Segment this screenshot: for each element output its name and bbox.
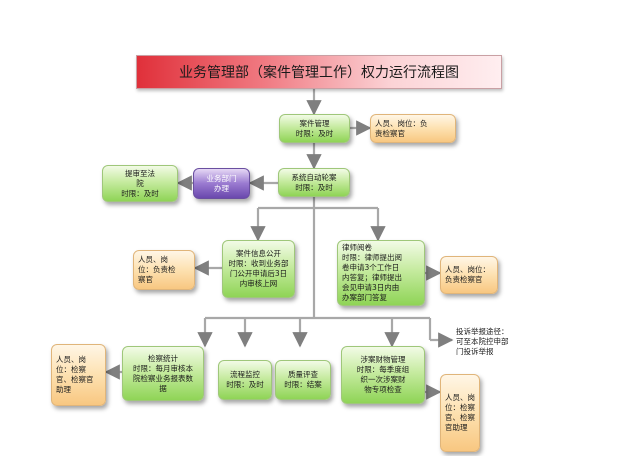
node-property-management: 涉案财物管理 时限：每季度组 织一次涉案财 物专项检查: [341, 346, 425, 404]
node-property-responsible: 人员、岗 位：检察 官、检察 官助理: [440, 374, 480, 452]
node-case-management: 案件管理 时限：及时: [279, 114, 350, 143]
node-court-submission: 提审至法 院 时限：及时: [102, 165, 178, 202]
node-info-disclosure: 案件信息公开 时限：收到业务部 门公开申请后3日 内审核上网: [222, 240, 295, 298]
node-quality-evaluation: 质量评查 时限：结案: [275, 360, 331, 400]
node-complaint-channel: 投诉举报途径： 可至本院控申部 门投诉举报: [456, 327, 509, 356]
node-lawyer-review-responsible: 人员、岗位： 负责检察官: [440, 256, 498, 294]
node-info-disclosure-responsible: 人员、岗 位：负责检 察官: [133, 250, 195, 290]
node-business-department: 业务部门 办理: [193, 168, 250, 199]
node-statistics: 检察统计 时限：每月审核本 院检察业务报表数 据: [122, 346, 204, 401]
node-lawyer-review: 律师阅卷 时限：律师提出阅 卷申请3个工作日 内答复；律师提出 会见申请3日内由…: [337, 240, 425, 306]
diagram-title: 业务管理部（案件管理工作）权力运行流程图: [136, 55, 502, 89]
diagram-title-text: 业务管理部（案件管理工作）权力运行流程图: [179, 65, 459, 81]
node-auto-assign: 系统自动轮案 时限：及时: [278, 168, 350, 197]
node-statistics-responsible: 人员、岗 位：检察 官、检察官 助理: [51, 344, 106, 406]
node-process-monitor: 流程监控 时限：及时: [218, 360, 272, 400]
node-case-management-responsible: 人员、岗位：负 责检察官: [370, 114, 456, 143]
